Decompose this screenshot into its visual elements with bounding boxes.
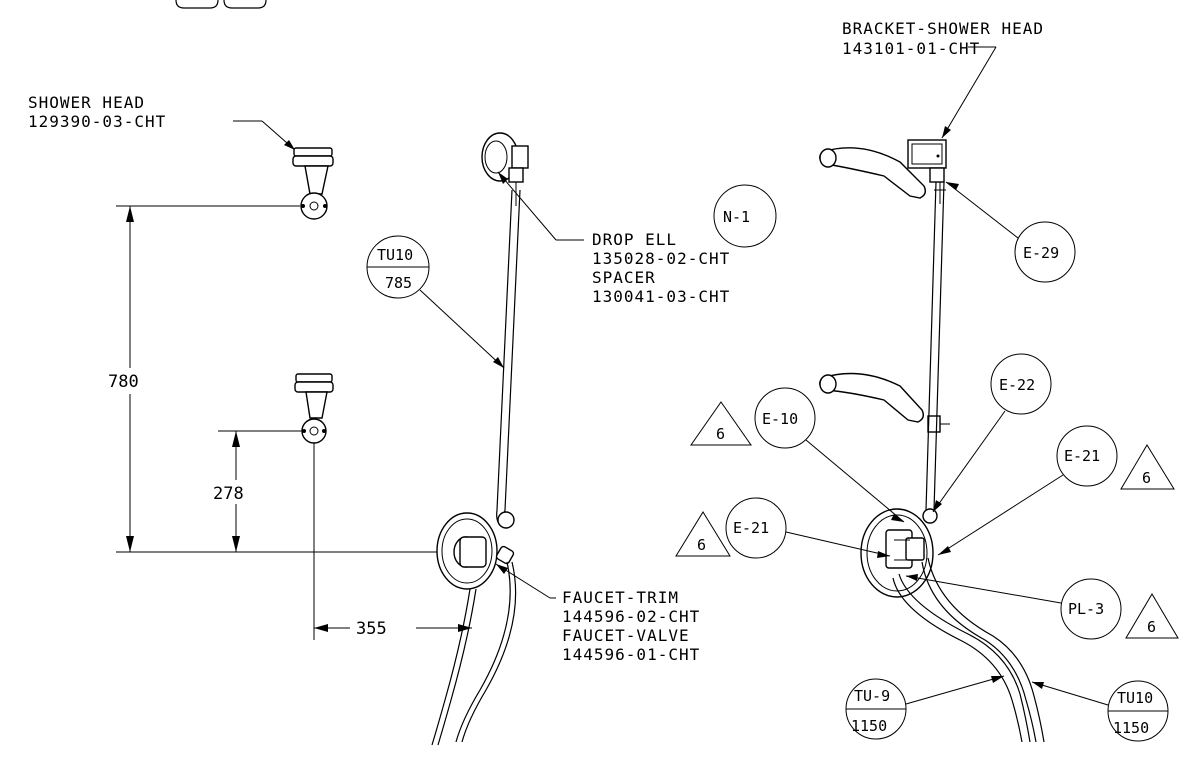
callout-e22: E-22 [932, 353, 1052, 513]
callout-tu10-785: TU10 785 [366, 235, 505, 369]
shower-head-upper [292, 147, 334, 220]
callout-tu9-1150: TU-9 1150 [845, 675, 1005, 740]
svg-text:E-10: E-10 [762, 410, 798, 428]
callout-pl3: PL-3 [905, 574, 1122, 640]
callout-n1: N-1 [713, 184, 777, 248]
center-lower-hoses [431, 561, 517, 746]
dimension-355: 355 [313, 443, 472, 640]
svg-text:E-22: E-22 [999, 376, 1035, 394]
svg-text:E-21: E-21 [1064, 447, 1100, 465]
drop-ell-name: DROP ELL [592, 230, 677, 249]
hand-shower-upper [819, 139, 947, 204]
right-lower-hoses [892, 557, 1045, 743]
svg-text:N-1: N-1 [723, 208, 750, 226]
revision-triangle-3: 6 [675, 511, 731, 557]
svg-text:6: 6 [716, 425, 725, 443]
dimension-780-value: 780 [108, 372, 139, 392]
faucet-label: FAUCET-TRIM 144596-02-CHT FAUCET-VALVE 1… [495, 563, 700, 664]
svg-text:785: 785 [385, 274, 412, 292]
top-fragment-left [175, 0, 219, 9]
shower-head-name: SHOWER HEAD [28, 93, 145, 112]
svg-text:E-29: E-29 [1023, 244, 1059, 262]
dimension-278: 278 [206, 430, 302, 552]
callout-e10: E-10 [754, 387, 905, 523]
callout-e29: E-29 [945, 181, 1076, 283]
svg-text:E-21: E-21 [733, 519, 769, 537]
dimension-355-value: 355 [356, 619, 387, 639]
faucet-trim-part: 144596-02-CHT [562, 607, 700, 626]
svg-text:1150: 1150 [851, 717, 887, 735]
svg-text:1150: 1150 [1113, 719, 1149, 737]
faucet-trim-name: FAUCET-TRIM [562, 588, 679, 607]
svg-text:TU10: TU10 [377, 246, 413, 264]
center-hose [496, 189, 521, 529]
right-hose [922, 181, 945, 524]
shower-head-label: SHOWER HEAD 129390-03-CHT [28, 93, 296, 151]
svg-text:PL-3: PL-3 [1068, 600, 1104, 618]
shower-head-lower [294, 373, 334, 444]
dimension-780: 780 [100, 205, 300, 552]
revision-triangle-4: 6 [1125, 593, 1179, 639]
callout-tu10-1150: TU10 1150 [1031, 680, 1169, 742]
svg-text:6: 6 [1142, 469, 1151, 487]
svg-text:TU-9: TU-9 [854, 687, 890, 705]
bracket-label: BRACKET-SHOWER HEAD 143101-01-CHT [842, 19, 1044, 139]
svg-text:TU10: TU10 [1117, 689, 1153, 707]
callout-e21-left: E-21 [725, 497, 891, 559]
drop-ell-part: 135028-02-CHT [592, 249, 730, 268]
shower-head-part: 129390-03-CHT [28, 112, 166, 131]
hand-shower-lower [819, 372, 950, 433]
top-fragment-right [223, 0, 267, 9]
faucet-trim-side [436, 512, 515, 590]
revision-triangle-1: 6 [690, 401, 752, 446]
spacer-part: 130041-03-CHT [592, 287, 730, 306]
faucet-valve-part: 144596-01-CHT [562, 645, 700, 664]
drop-ell-label: DROP ELL 135028-02-CHT SPACER 130041-03-… [497, 171, 730, 306]
revision-triangle-2: 6 [1120, 444, 1175, 490]
bracket-name: BRACKET-SHOWER HEAD [842, 19, 1044, 38]
svg-text:6: 6 [1147, 618, 1156, 636]
faucet-valve-name: FAUCET-VALVE [562, 626, 690, 645]
dimension-278-value: 278 [213, 484, 244, 504]
drop-ell-assembly [481, 132, 529, 206]
faucet-front [860, 508, 934, 598]
bracket-part: 143101-01-CHT [842, 39, 980, 58]
svg-text:6: 6 [697, 536, 706, 554]
callout-e21-right: E-21 [937, 425, 1118, 556]
spacer-name: SPACER [592, 268, 656, 287]
